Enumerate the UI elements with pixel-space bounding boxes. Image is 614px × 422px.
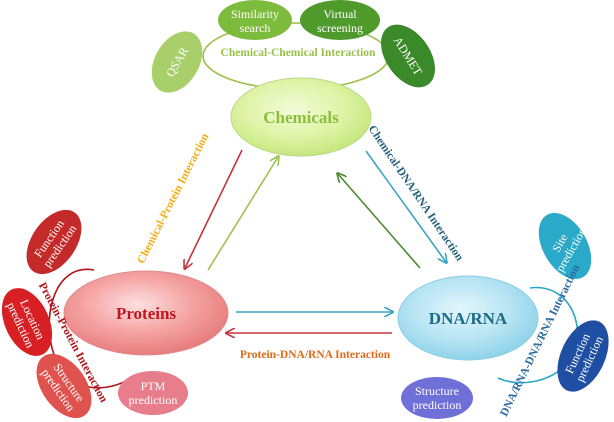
app-virtual-screening-line2: screening — [317, 21, 363, 35]
app-ptm-prediction-line2: prediction — [129, 393, 178, 407]
arrow-chemicals-to-proteins — [185, 149, 243, 268]
app-similarity-search: Similarity search — [218, 0, 292, 40]
app-similarity-search-line1: Similarity — [231, 7, 279, 21]
app-structure-prediction-dna-line2: prediction — [413, 398, 462, 412]
node-chemicals-label: Chemicals — [263, 108, 339, 127]
app-virtual-screening-line1: Virtual — [323, 7, 357, 21]
label-chemical-dna-rna-interaction: Chemical-DNA/RNA Interaction — [366, 123, 466, 263]
node-dna-rna: DNA/RNA — [397, 275, 539, 361]
node-dna-rna-label: DNA/RNA — [429, 309, 508, 328]
label-protein-dna-rna-interaction: Protein-DNA/RNA Interaction — [240, 349, 391, 361]
arrow-dna-rna-to-chemicals — [338, 174, 421, 269]
node-proteins: Proteins — [63, 270, 229, 356]
app-structure-prediction-dna-line1: Structure — [415, 384, 459, 398]
app-qsar: QSAR — [151, 31, 203, 93]
label-chemical-chemical-interaction: Chemical-Chemical Interaction — [221, 47, 377, 59]
app-virtual-screening: Virtual screening — [300, 0, 380, 40]
node-proteins-label: Proteins — [116, 304, 177, 323]
label-chemical-protein-interaction: Chemical-Protein Interaction — [135, 131, 212, 266]
app-structure-prediction-dna: Structure prediction — [401, 377, 473, 419]
app-function-prediction-protein: Function prediction — [26, 209, 82, 275]
app-site-prediction: Site prediction — [538, 212, 592, 280]
app-ptm-prediction: PTM prediction — [118, 371, 188, 415]
app-ptm-prediction-line1: PTM — [141, 379, 166, 393]
arrow-chemicals-to-dna-rna — [365, 150, 446, 262]
node-chemicals: Chemicals — [230, 77, 372, 157]
arrow-proteins-to-chemicals — [207, 157, 278, 271]
app-similarity-search-line2: search — [240, 21, 271, 35]
app-admet: ADMET — [381, 24, 435, 88]
app-function-prediction-dna: Function prediction — [557, 320, 609, 392]
app-structure-prediction-protein: Structure prediction — [36, 353, 92, 419]
